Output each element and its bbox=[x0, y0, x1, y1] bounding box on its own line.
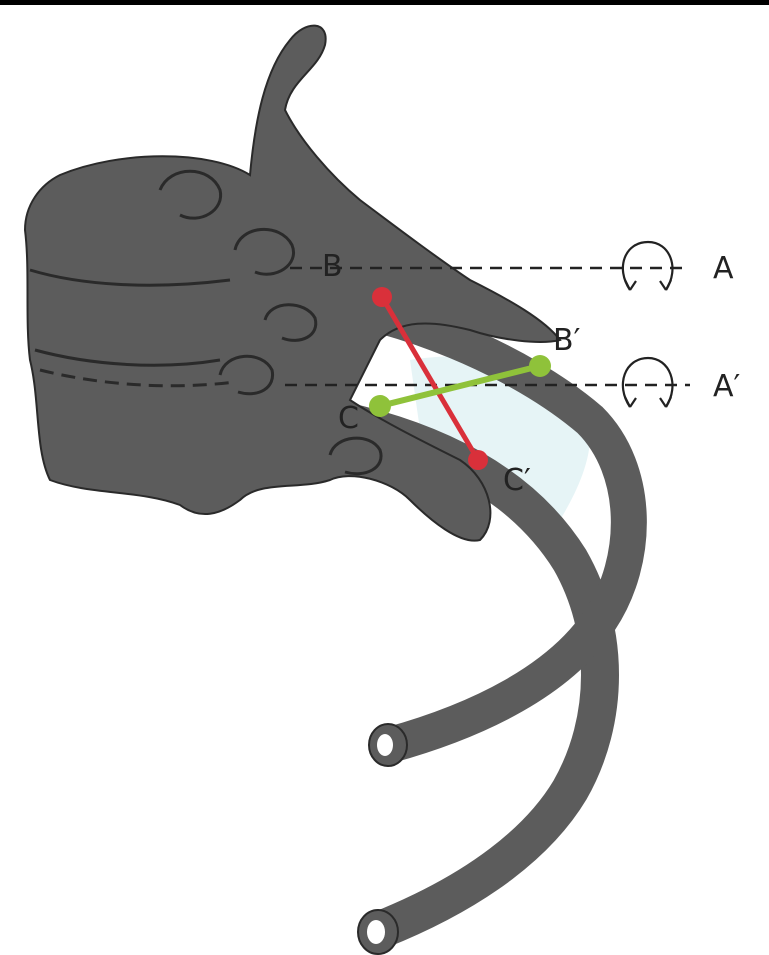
rotation-arrow-icon bbox=[623, 242, 673, 290]
label-a: A bbox=[713, 251, 734, 286]
label-a-prime: A′ bbox=[713, 369, 741, 404]
green-axis-point-b-prime bbox=[529, 355, 551, 377]
rotation-arrow-icon bbox=[623, 358, 673, 407]
label-b-prime: B′ bbox=[553, 323, 581, 358]
red-axis-point-c-prime bbox=[468, 450, 488, 470]
top-rule bbox=[0, 0, 769, 5]
upper-rib-end-hollow bbox=[377, 734, 393, 756]
green-axis-point-c bbox=[369, 395, 391, 417]
label-c-prime: C′ bbox=[503, 463, 531, 498]
label-c: C bbox=[338, 401, 359, 436]
label-b: B bbox=[322, 249, 343, 284]
lower-rib-end-hollow bbox=[367, 920, 385, 944]
red-axis-point-b bbox=[372, 287, 392, 307]
